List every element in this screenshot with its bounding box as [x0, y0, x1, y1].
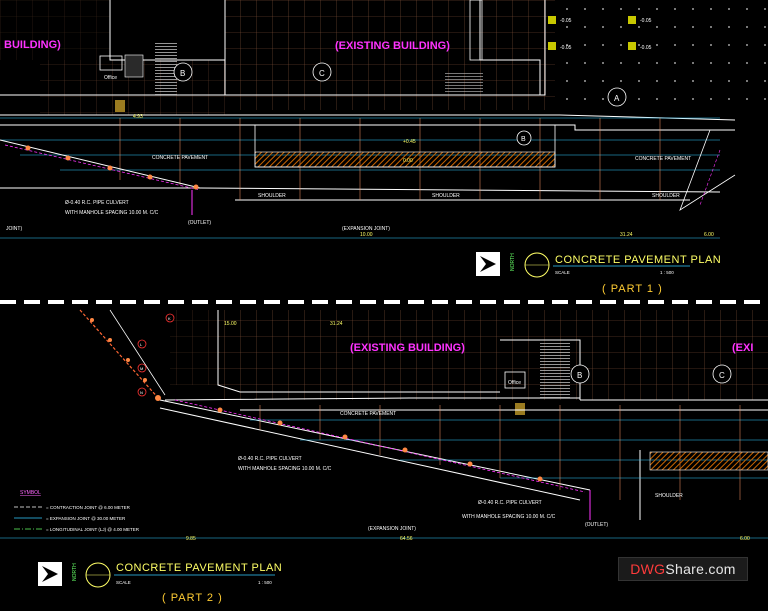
grid-bubble-b-part1: B: [180, 69, 185, 78]
grid-bubble-c-part1: C: [319, 69, 325, 78]
grid-bubble-b2-part1: B: [521, 136, 526, 143]
elevation-tag-3: -0.05: [640, 18, 652, 24]
part1-shoulder-1: SHOULDER: [258, 193, 286, 199]
elevation-tag-1: -0.05: [560, 18, 572, 24]
part2-pavement-label: CONCRETE PAVEMENT: [340, 411, 396, 417]
part1-expansion-joint: (EXPANSION JOINT): [342, 226, 390, 232]
part2-hatched-slab: [649, 451, 768, 471]
part1-dim-3: 31.24: [620, 232, 633, 238]
part2-dim-2: 64.56: [400, 536, 413, 542]
part2-part-label: ( PART 2 ): [162, 592, 223, 604]
part1-outlet: (OUTLET): [188, 220, 211, 226]
part1-building-grid: [225, 0, 555, 110]
part1-building-center: (EXISTING BUILDING): [335, 40, 450, 52]
part2-dim-3: 15.00: [224, 321, 237, 327]
grid-bubble-k: K: [168, 316, 171, 321]
part2-building-grid: [218, 310, 768, 400]
part1-dot-grid: [555, 0, 768, 115]
part1-joint-left: JOINT): [6, 226, 22, 232]
part2-building-center: (EXISTING BUILDING): [350, 342, 465, 354]
part1-elev-2: 0.00: [403, 158, 413, 164]
part1-north-arrow-icon: NORTH: [476, 252, 516, 276]
part2-diagonal-edge: [79, 309, 161, 401]
svg-text:NORTH: NORTH: [72, 563, 78, 581]
part1-elev-1: +0.45: [403, 139, 416, 145]
part2-title: CONCRETE PAVEMENT PLAN: [116, 562, 282, 574]
office-label: Office: [104, 75, 117, 81]
grid-bubble-a-part1: A: [614, 94, 620, 103]
part1-scale-value: 1 : 500: [660, 270, 674, 275]
part2-dim-1: 9.85: [186, 536, 196, 542]
part1-manhole-note: WITH MANHOLE SPACING 10.00 M. C/C: [65, 210, 159, 216]
part2-office-label: Office: [508, 380, 521, 386]
part1-stairs: [155, 42, 177, 97]
grid-bubble-b-part2: B: [577, 371, 582, 380]
part1-shoulder-2: SHOULDER: [432, 193, 460, 199]
part2-title-block: NORTH CONCRETE PAVEMENT PLAN SCALE 1 : 5…: [38, 562, 282, 604]
part1-title: CONCRETE PAVEMENT PLAN: [555, 254, 721, 266]
part2-manhole-note-2: WITH MANHOLE SPACING 10.00 M. C/C: [462, 514, 556, 520]
watermark-dwg: DWG: [630, 561, 666, 577]
part2-shoulder: SHOULDER: [655, 493, 683, 499]
part1-pipe-culvert: [4, 144, 201, 191]
part1-dim-4: 6.00: [704, 232, 714, 238]
part2-manhole-note-1: WITH MANHOLE SPACING 10.00 M. C/C: [238, 466, 332, 472]
svg-text:NORTH: NORTH: [510, 253, 516, 271]
symbol-expansion-joint: = EXPANSION JOINT @ 30.00 METER: [46, 516, 126, 521]
symbol-contraction-joint: = CONTRACTION JOINT @ 6.00 METER: [46, 505, 131, 510]
part1-dim-2: 10.00: [360, 232, 373, 238]
yellow-tag-2: [548, 42, 556, 50]
yellow-tag-1: [548, 16, 556, 24]
elevation-tag-4: -0.05: [640, 45, 652, 51]
part2-pipe-note-1: Ø-0.40 R.C. PIPE CULVERT: [238, 456, 302, 462]
part2-outlet: (OUTLET): [585, 522, 608, 528]
part2-north-arrow-icon: NORTH: [38, 562, 78, 586]
part1-plan: Office -0.05 -0.05 -0.05 -0.05 BUILDING)…: [0, 0, 768, 295]
part2-scale-value: 1 : 500: [258, 580, 272, 585]
grid-bubble-m: M: [140, 366, 143, 371]
grid-bubble-c-part2: C: [719, 371, 725, 380]
symbol-heading: SYMBOL: [20, 490, 41, 496]
part1-part-label: ( PART 1 ): [602, 283, 663, 295]
part2-scale-label: SCALE: [116, 580, 131, 585]
elevation-tag-2: -0.05: [560, 45, 572, 51]
symbol-longitudinal-joint: = LONGITUDINAL JOINT (LJ) @ 4.00 METER: [46, 527, 140, 532]
part1-scale-label: SCALE: [555, 270, 570, 275]
symbol-legend: SYMBOL = CONTRACTION JOINT @ 6.00 METER …: [14, 490, 140, 532]
part1-pavement-label-right: CONCRETE PAVEMENT: [635, 156, 691, 162]
part2-pipe-note-2: Ø-0.40 R.C. PIPE CULVERT: [478, 500, 542, 506]
part1-pavement-label-left: CONCRETE PAVEMENT: [152, 155, 208, 161]
part2-expansion-joint: (EXPANSION JOINT): [368, 526, 416, 532]
part2-building-right: (EXI: [732, 342, 753, 354]
part1-shoulder-3: SHOULDER: [652, 193, 680, 199]
part2-stairs: [540, 342, 570, 398]
part1-dim-1: 4.93: [133, 114, 143, 120]
part1-building-left: BUILDING): [4, 39, 61, 51]
part2-dim-4: 31.24: [330, 321, 343, 327]
part2-dim-5: 6.00: [740, 536, 750, 542]
part1-title-block: NORTH CONCRETE PAVEMENT PLAN SCALE 1 : 5…: [476, 252, 721, 295]
watermark-share: Share.com: [665, 561, 736, 577]
part1-pipe-note: Ø-0.40 R.C. PIPE CULVERT: [65, 200, 129, 206]
part2-plan: Office (EXISTING BUILDING) (EXI: [0, 309, 768, 604]
yellow-tag-4: [628, 42, 636, 50]
office-block: [99, 55, 123, 71]
part2-pipe-culvert: [174, 399, 586, 493]
grid-bubble-l: L: [140, 342, 143, 347]
grid-bubble-n: N: [140, 390, 143, 395]
yellow-tag-3: [628, 16, 636, 24]
